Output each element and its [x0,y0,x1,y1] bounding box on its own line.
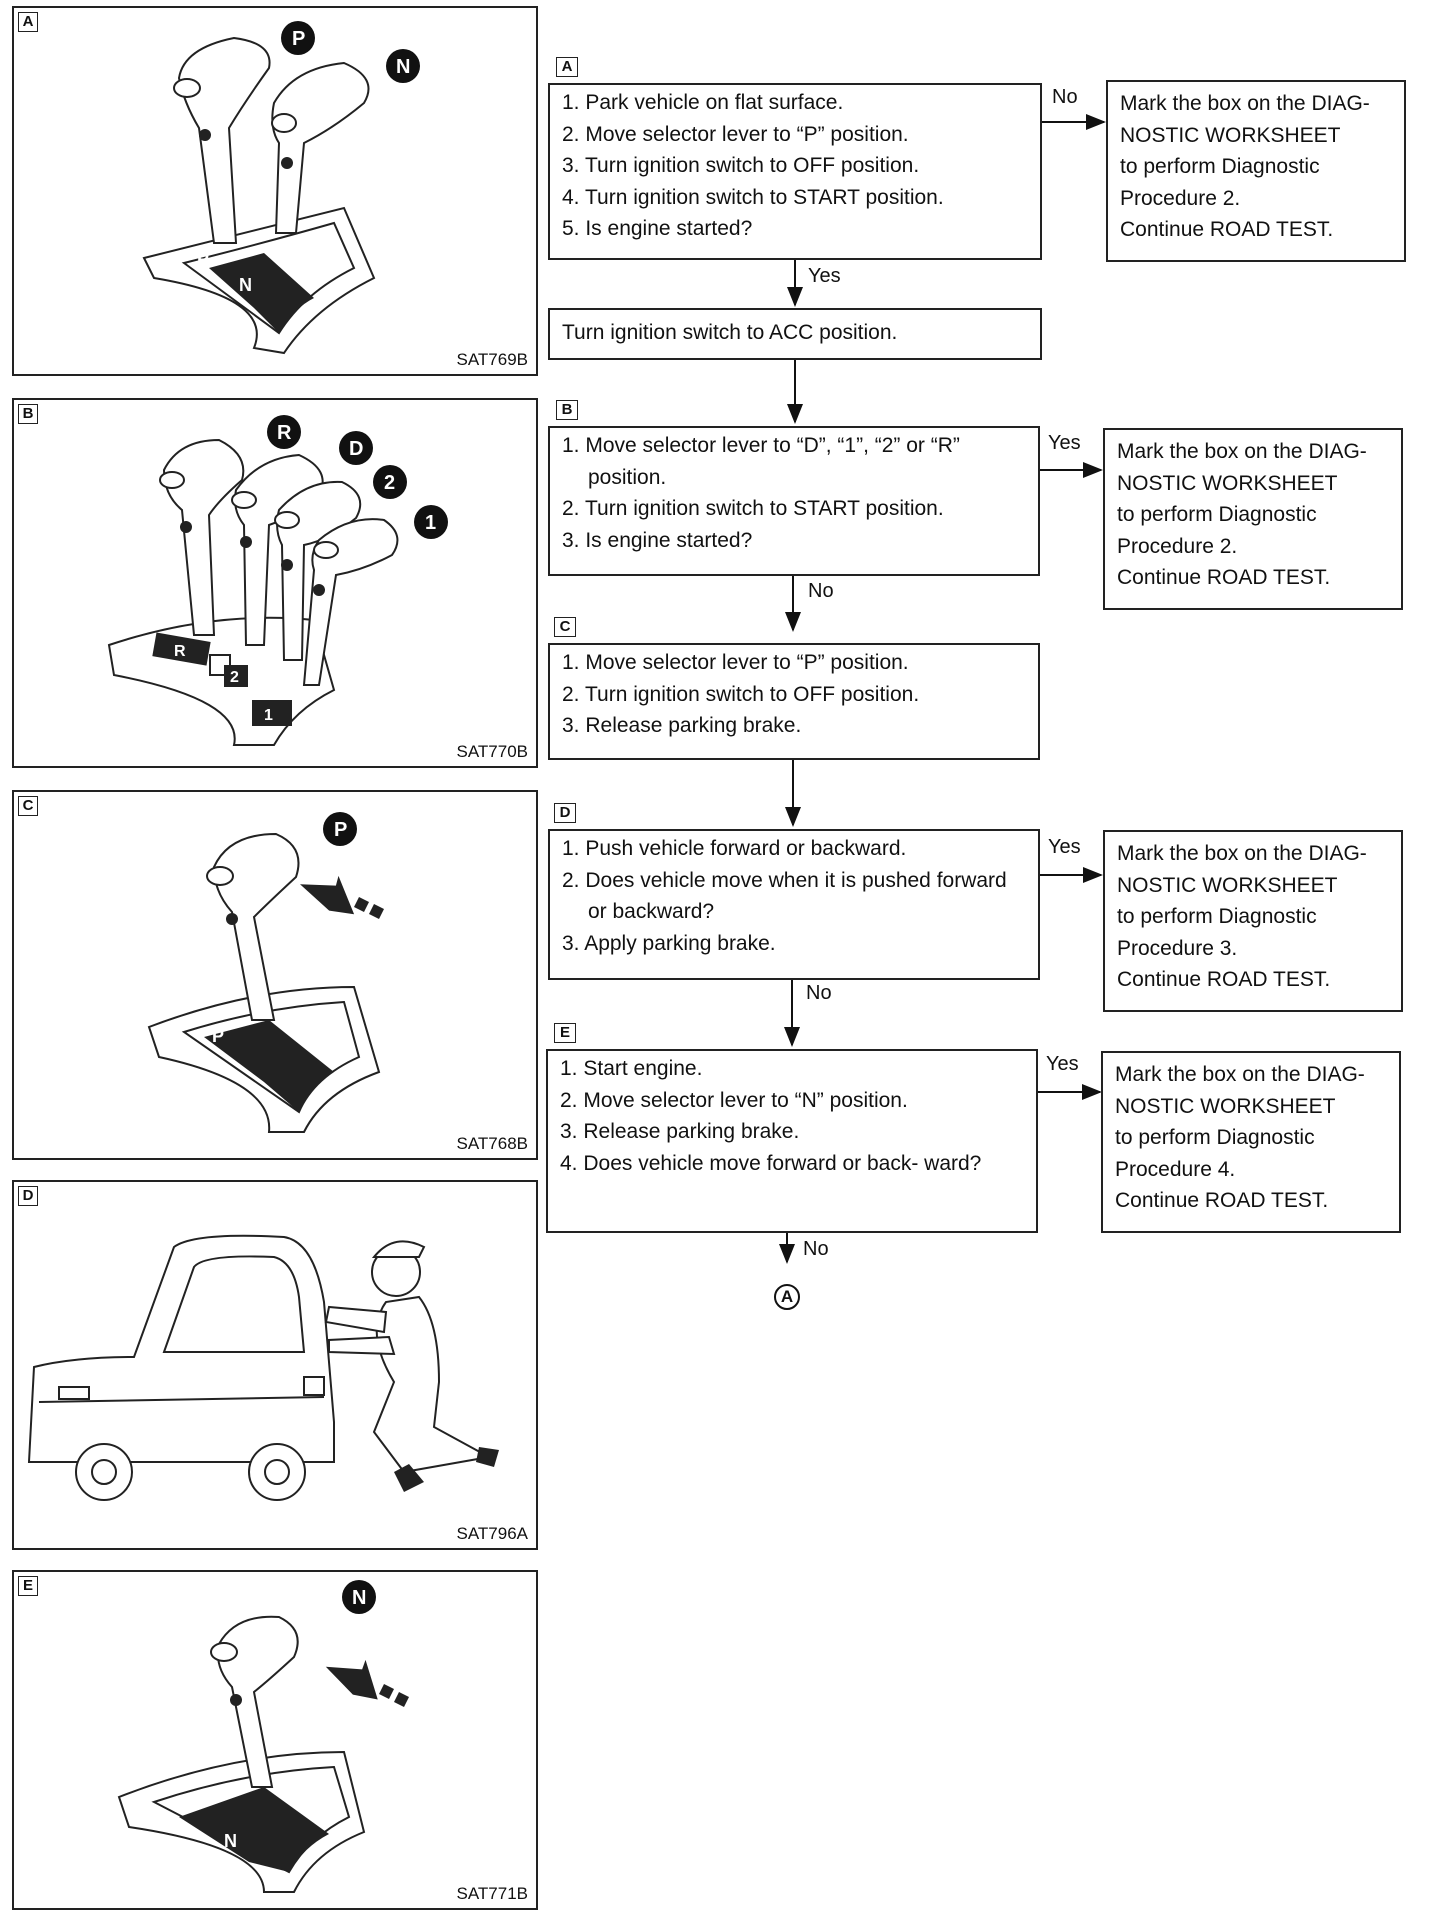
illustration-panel-e: E N N SAT771B [12,1570,538,1910]
step-a-result-box: Mark the box on the DIAG- NOSTIC WORKSHE… [1106,80,1406,262]
step-e-branch-label: Yes [1046,1053,1079,1075]
step-b-down-label: No [808,580,834,602]
gate-badge-n [386,49,420,83]
step-e-down-label: No [803,1238,829,1260]
illustration-panel-d: D SAT796A [12,1180,538,1550]
panel-letter: D [18,1186,38,1206]
acc-step-box: Turn ignition switch to ACC position. [548,308,1042,360]
step-d-result-box: Mark the box on the DIAG- NOSTIC WORKSHE… [1103,830,1403,1012]
step-c-box: 1. Move selector lever to “P” position. … [548,643,1040,760]
selector-lever-p-n-illustration: P N P N [142,21,420,355]
gate-badge-n-label: N [396,56,410,78]
figure-code: SAT769B [456,350,528,369]
svg-text:P: P [197,249,209,269]
svg-text:P: P [212,1026,224,1046]
step-d-branch-label: Yes [1048,836,1081,858]
step-d-box: 1. Push vehicle forward or backward. 2. … [548,829,1040,980]
panel-letter: C [18,796,38,816]
step-d-down-label: No [806,982,832,1004]
figure-code: SAT768B [456,1134,528,1153]
gate-badge-p [281,21,315,55]
svg-text:R: R [174,643,186,660]
figure-code: SAT771B [456,1884,528,1903]
svg-text:N: N [224,1831,237,1851]
step-b-letter: B [556,400,578,420]
illustration-panel-a: A P N P N SAT769B [12,6,538,376]
step-e-result-box: Mark the box on the DIAG- NOSTIC WORKSHE… [1101,1051,1401,1233]
svg-text:2: 2 [384,472,395,494]
illustration-panel-b: B R 2 1 R D 2 1 [12,398,538,768]
gate-badge-p-label: P [292,28,305,50]
step-a-down-label: Yes [808,265,841,287]
step-a-box: 1. Park vehicle on flat surface. 2. Move… [548,83,1042,260]
panel-letter: B [18,404,38,424]
illustration-panel-c: C P P SAT768B [12,790,538,1160]
svg-text:N: N [352,1587,366,1609]
panel-letter: E [18,1576,38,1596]
svg-text:P: P [334,819,347,841]
step-b-branch-label: Yes [1048,432,1081,454]
selector-lever-p-push-illustration: P P [147,812,384,1133]
step-a-letter: A [556,57,578,77]
selector-lever-r-d-2-1-illustration: R 2 1 R D 2 1 [107,415,448,746]
step-a-item: 4. Turn ignition switch to START positio… [562,185,944,209]
step-a-item: 5. Is engine started? [562,217,753,240]
step-b-box: 1. Move selector lever to “D”, “1”, “2” … [548,426,1040,576]
svg-text:N: N [239,275,252,295]
step-e-box: 1. Start engine. 2. Move selector lever … [546,1049,1038,1233]
flow-connector-a: A [774,1284,800,1310]
step-d-letter: D [554,803,576,823]
step-a-item: 2. Move selector lever to “P” position. [562,122,909,146]
selector-lever-n-push-illustration: N N [117,1580,409,1893]
step-e-letter: E [554,1023,576,1043]
step-b-result-box: Mark the box on the DIAG- NOSTIC WORKSHE… [1103,428,1403,610]
figure-code: SAT796A [456,1524,528,1543]
step-a-item: 3. Turn ignition switch to OFF position. [562,154,920,177]
svg-text:R: R [277,422,292,444]
person-pushing-vehicle-illustration [27,1234,499,1501]
step-a-item: 1. Park vehicle on flat surface. [562,91,844,114]
svg-text:1: 1 [264,707,273,724]
panel-letter: A [18,12,38,32]
step-a-branch-label: No [1052,86,1078,108]
figure-code: SAT770B [456,742,528,761]
step-c-letter: C [554,617,576,637]
svg-text:1: 1 [425,512,436,534]
svg-text:2: 2 [230,669,239,686]
svg-text:D: D [349,438,363,460]
